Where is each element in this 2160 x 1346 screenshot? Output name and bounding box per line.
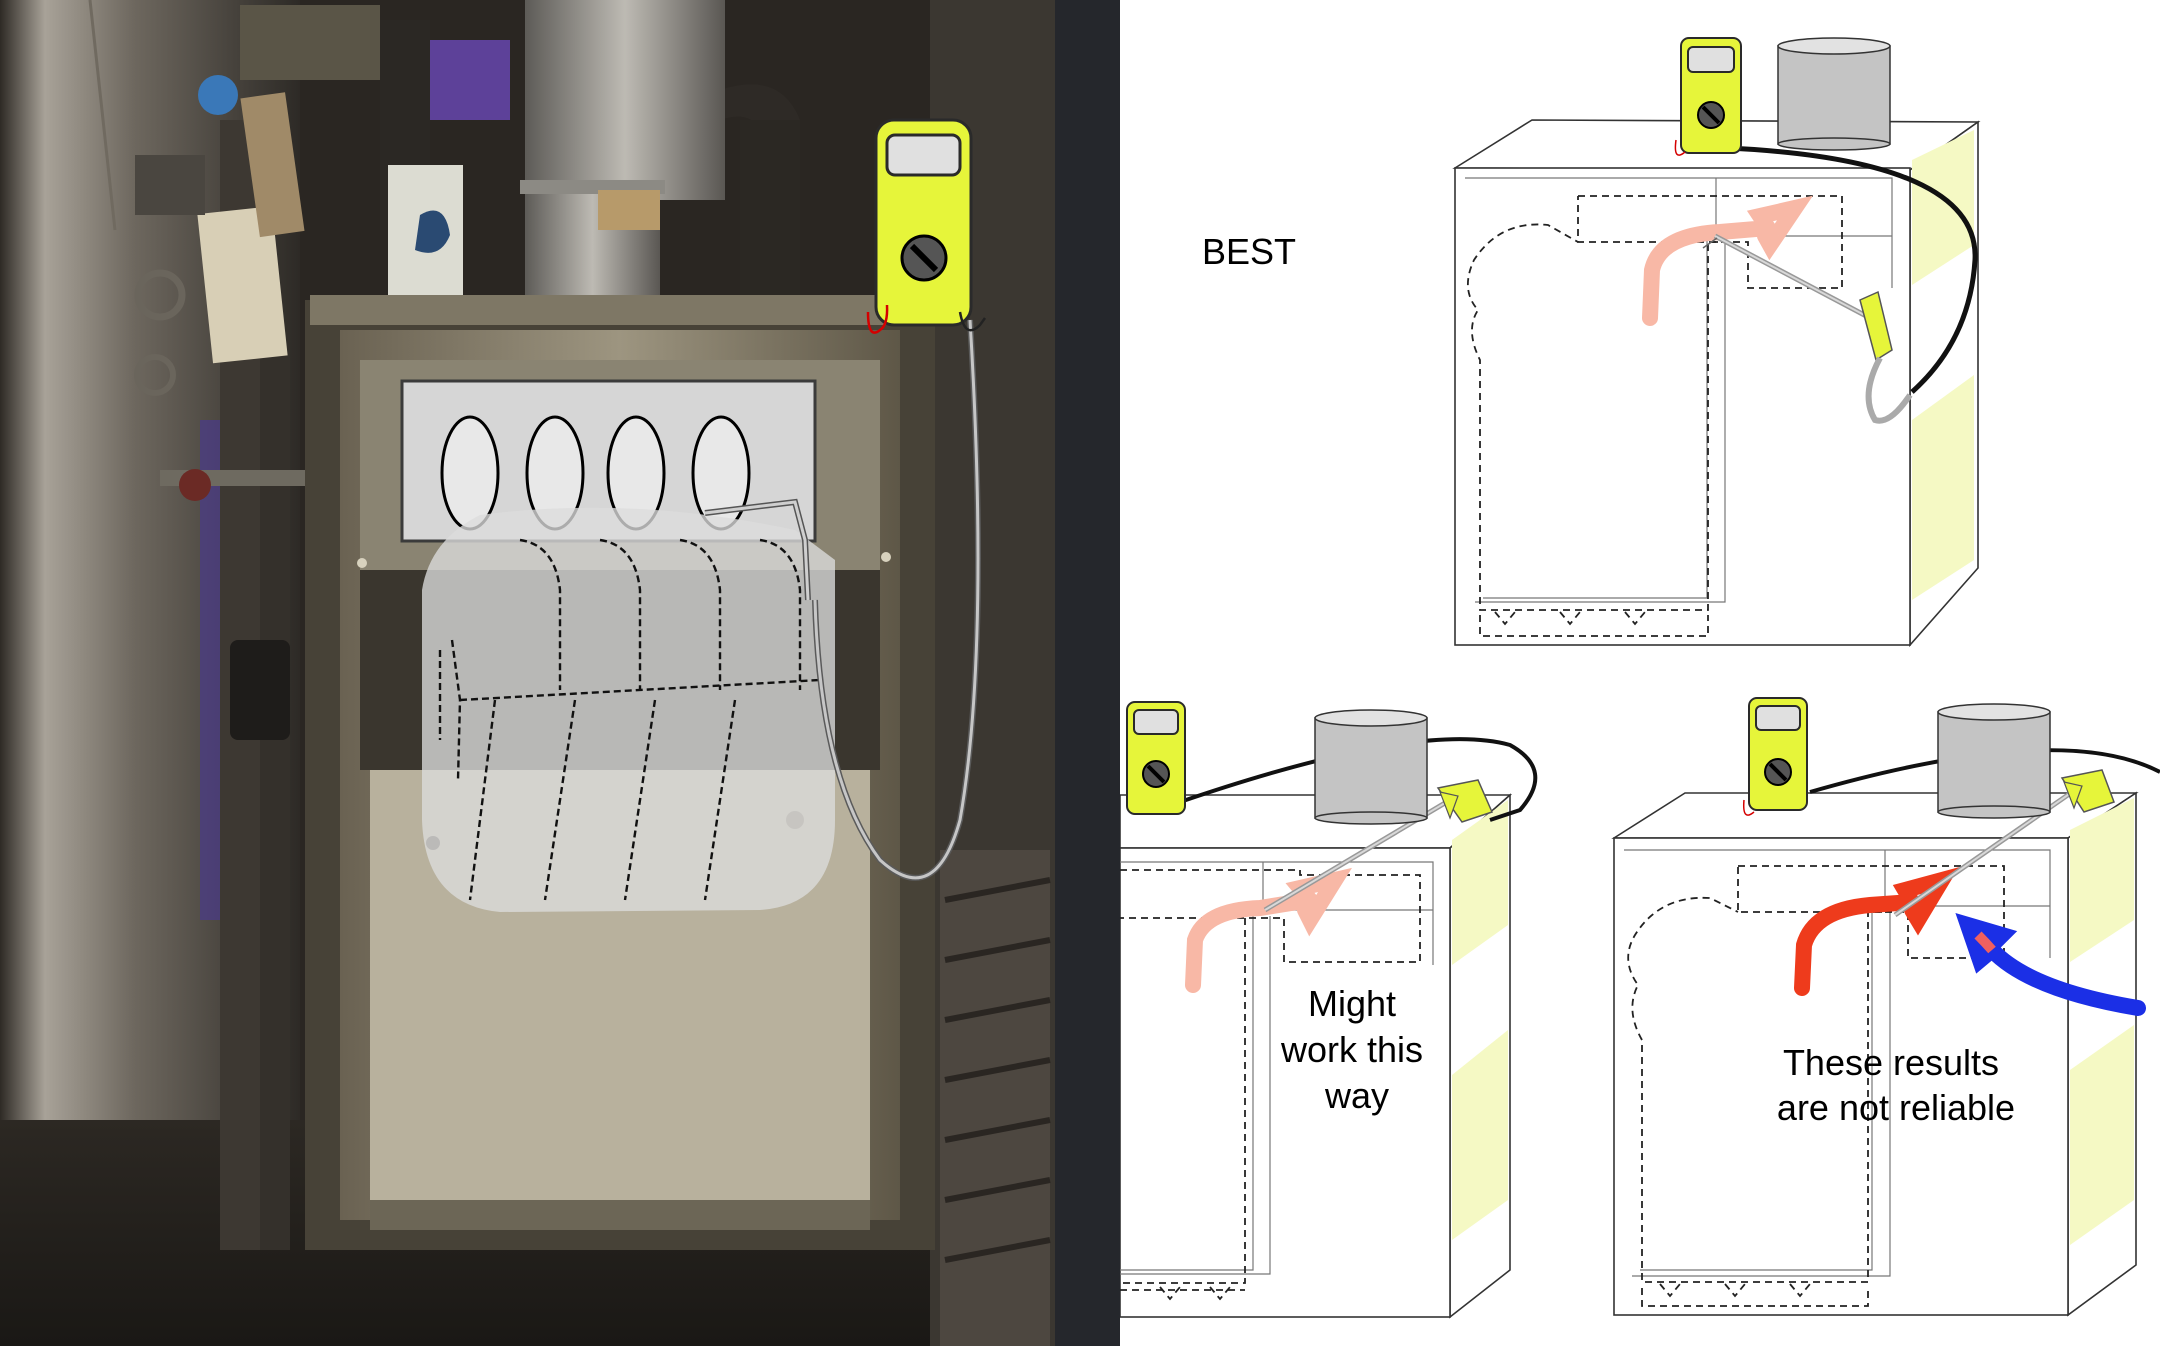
- multimeter-icon: [866, 118, 987, 334]
- label-line: are not reliable: [1777, 1087, 2015, 1128]
- flue-pipe-icon: [1777, 37, 1891, 151]
- panel-unreliable: These results are not reliable: [1611, 697, 2160, 1317]
- cold-air-arrow-icon: [1955, 912, 2146, 1016]
- flue-pipe-icon: [1314, 709, 1428, 825]
- probe-icon: [1436, 779, 1494, 823]
- multimeter-icon: [1674, 37, 1742, 156]
- probe-icon: [1859, 290, 1893, 362]
- panel-might: Might work this way: [1120, 701, 1538, 1319]
- panel-label-unreliable: These results are not reliable: [1777, 1042, 2015, 1128]
- furnace-photo: [0, 0, 1055, 1346]
- panel-best: BEST: [1202, 37, 1981, 648]
- label-line: Might: [1308, 983, 1396, 1024]
- multimeter-icon: [1126, 701, 1186, 815]
- label-line: way: [1324, 1075, 1389, 1116]
- label-line: These results: [1783, 1042, 1999, 1083]
- panel-label-might: Might work this way: [1280, 983, 1433, 1116]
- multimeter-icon: [1742, 697, 1808, 816]
- panel-label-best: BEST: [1202, 231, 1296, 272]
- probe-icon: [2060, 769, 2115, 813]
- diagram-panel: BEST: [1120, 0, 2160, 1346]
- panel-divider: [1055, 0, 1120, 1346]
- heat-flow-arrow-icon: [1794, 867, 1960, 996]
- label-line: work this: [1280, 1029, 1423, 1070]
- flue-pipe-icon: [1937, 703, 2051, 819]
